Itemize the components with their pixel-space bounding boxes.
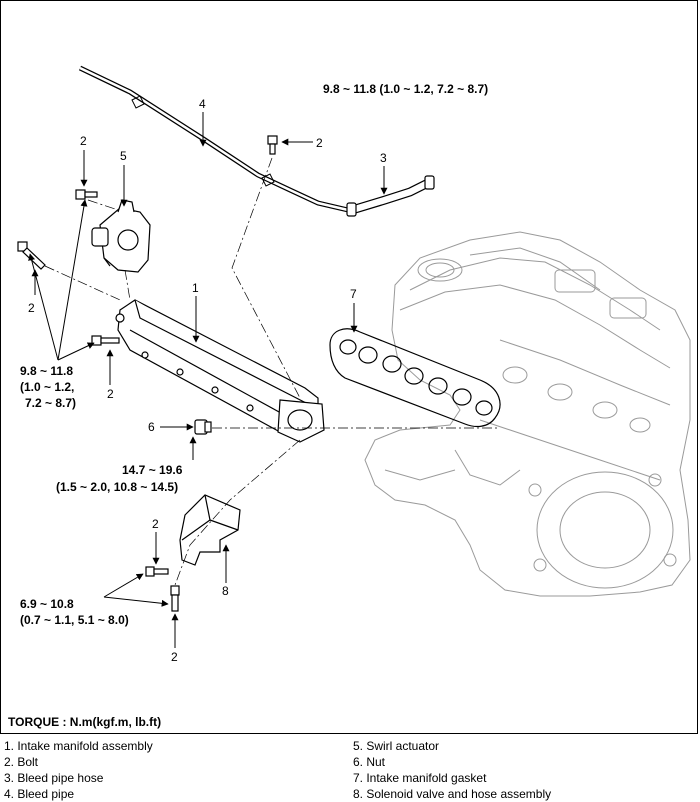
legend-item: 7. Intake manifold gasket xyxy=(353,771,487,785)
legend-item: 1. Intake manifold assembly xyxy=(4,739,153,753)
alignment-lines xyxy=(44,157,500,586)
legend-item: 2. Bolt xyxy=(4,755,39,769)
parts-legend: 1. Intake manifold assembly 2. Bolt 3. B… xyxy=(0,738,700,802)
bolt-mid xyxy=(91,335,120,346)
callout-6: 6 xyxy=(148,420,155,434)
bolt-lower-2 xyxy=(170,585,180,612)
torque-bottom-line2: (0.7 ~ 1.1, 5.1 ~ 8.0) xyxy=(20,613,129,627)
callout-1: 1 xyxy=(192,281,199,295)
callout-numbers: 4 2 3 2 5 2 7 1 2 6 2 8 2 xyxy=(28,97,387,664)
solenoid-valve-and-hose-assembly xyxy=(179,494,241,566)
torque-unit-caption: TORQUE : N.m(kgf.m, lb.ft) xyxy=(8,715,162,729)
callout-3: 3 xyxy=(380,151,387,165)
torque-top: 9.8 ~ 11.8 (1.0 ~ 1.2, 7.2 ~ 8.7) xyxy=(323,82,488,96)
engine-block xyxy=(364,231,691,597)
legend-item: 5. Swirl actuator xyxy=(353,739,440,753)
torque-mid-line1: 14.7 ~ 19.6 xyxy=(122,463,183,477)
legend-right-column: 5. Swirl actuator 6. Nut 7. Intake manif… xyxy=(353,738,551,802)
bleed-pipe-hose xyxy=(346,175,435,217)
torque-left-line1: 9.8 ~ 11.8 xyxy=(20,364,73,378)
callout-7: 7 xyxy=(350,287,357,301)
torque-specs: 9.8 ~ 11.8 (1.0 ~ 1.2, 7.2 ~ 8.7) 9.8 ~ … xyxy=(20,82,488,627)
callout-2-left-upper: 2 xyxy=(80,134,87,148)
callout-5: 5 xyxy=(120,149,127,163)
legend-item: 3. Bleed pipe hose xyxy=(4,771,104,785)
leader-lines xyxy=(28,112,388,648)
bolt-top xyxy=(267,135,278,155)
callout-8: 8 xyxy=(222,584,229,598)
callout-2-mid: 2 xyxy=(107,387,114,401)
intake-manifold-gasket xyxy=(329,328,501,428)
callout-2-top: 2 xyxy=(316,136,323,150)
bolt-left xyxy=(17,241,46,270)
torque-bottom-line1: 6.9 ~ 10.8 xyxy=(20,597,74,611)
bleed-pipe xyxy=(78,65,349,213)
bolt-lower-1 xyxy=(145,566,169,577)
torque-left-line3: 7.2 ~ 8.7) xyxy=(25,396,76,410)
bolt-left-upper xyxy=(75,189,98,200)
intake-manifold-assembly xyxy=(115,299,325,443)
diagram-frame xyxy=(0,0,698,734)
legend-item: 8. Solenoid valve and hose assembly xyxy=(353,787,552,801)
exploded-view-diagram: 4 2 3 2 5 2 7 1 2 6 2 8 2 9.8 ~ 11.8 (1.… xyxy=(17,65,691,664)
callout-2-left: 2 xyxy=(28,301,35,315)
callout-2-bottom: 2 xyxy=(171,650,178,664)
swirl-actuator xyxy=(91,199,151,273)
legend-left-column: 1. Intake manifold assembly 2. Bolt 3. B… xyxy=(4,738,153,802)
callout-2-lower: 2 xyxy=(152,517,159,531)
nut xyxy=(194,419,212,435)
legend-item: 4. Bleed pipe xyxy=(4,787,75,801)
torque-mid-line2: (1.5 ~ 2.0, 10.8 ~ 14.5) xyxy=(56,480,178,494)
torque-left-line2: (1.0 ~ 1.2, xyxy=(20,380,74,394)
legend-item: 6. Nut xyxy=(353,755,386,769)
callout-4: 4 xyxy=(199,97,206,111)
